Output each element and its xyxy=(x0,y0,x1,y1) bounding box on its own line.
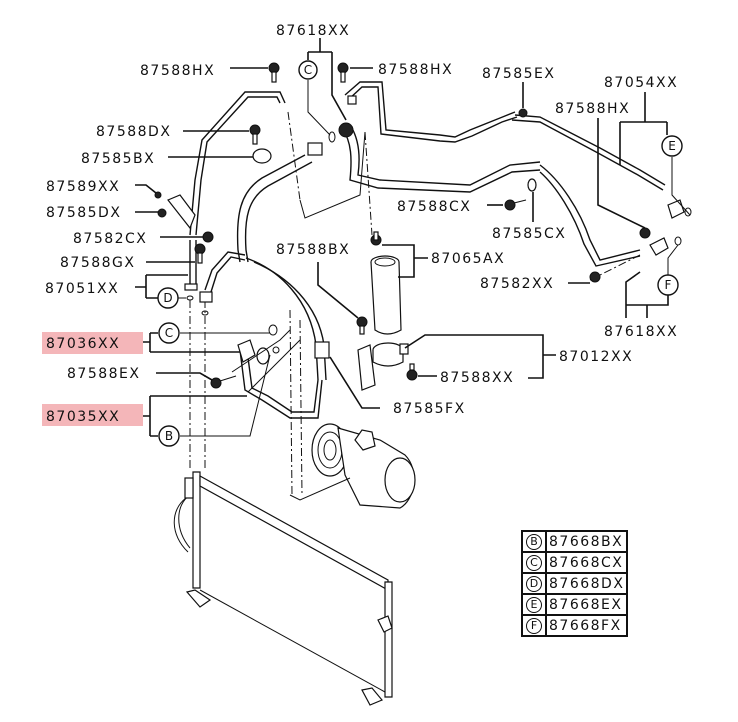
legend-part-number[interactable]: 87668FX xyxy=(544,614,629,637)
label-87051xx[interactable]: 87051XX xyxy=(45,281,119,297)
svg-text:C: C xyxy=(304,63,312,77)
pipes xyxy=(189,81,666,419)
condenser xyxy=(173,471,393,706)
label-87588ex[interactable]: 87588EX xyxy=(67,366,140,382)
label-87588dx[interactable]: 87588DX xyxy=(96,124,171,140)
legend-part-number[interactable]: 87668BX xyxy=(544,530,629,553)
label-87035xx[interactable]: 87035XX xyxy=(46,409,120,425)
callout-b: B xyxy=(158,425,180,447)
label-87588bx[interactable]: 87588BX xyxy=(276,242,350,258)
legend-part-number[interactable]: 87668EX xyxy=(544,593,629,616)
legend-part-number[interactable]: 87668DX xyxy=(544,572,629,595)
legend-row: C 87668CX xyxy=(521,551,629,574)
svg-text:F: F xyxy=(665,278,672,292)
label-87588gx[interactable]: 87588GX xyxy=(60,255,135,271)
highlight-87036xx xyxy=(42,332,143,354)
callout-c-top: C xyxy=(298,60,318,80)
label-87585bx[interactable]: 87585BX xyxy=(81,151,155,167)
label-87618xx-right[interactable]: 87618XX xyxy=(604,324,678,340)
label-87065ax[interactable]: 87065AX xyxy=(431,251,505,267)
label-87582cx[interactable]: 87582CX xyxy=(73,231,147,247)
label-87588hx-top[interactable]: 87588HX xyxy=(378,62,453,78)
legend-row: B 87668BX xyxy=(521,530,629,553)
label-87585dx[interactable]: 87585DX xyxy=(46,205,121,221)
label-87585fx[interactable]: 87585FX xyxy=(393,401,466,417)
callout-e: E xyxy=(661,135,683,157)
label-87582xx[interactable]: 87582XX xyxy=(480,276,554,292)
label-87618xx-top[interactable]: 87618XX xyxy=(276,23,350,39)
label-87588hx-right[interactable]: 87588HX xyxy=(555,101,630,117)
part-labels: 87618XX 87588HX 87588HX 87585EX 87054XX … xyxy=(45,23,678,425)
label-87012xx[interactable]: 87012XX xyxy=(559,349,633,365)
callout-d: D xyxy=(157,287,179,309)
svg-text:D: D xyxy=(163,291,172,305)
legend-row: F 87668FX xyxy=(521,614,629,637)
alignment-lines xyxy=(189,111,641,496)
legend-row: D 87668DX xyxy=(521,572,629,595)
circled-letter-f: F xyxy=(526,618,542,634)
svg-text:B: B xyxy=(165,429,173,443)
svg-text:C: C xyxy=(165,326,173,340)
label-87588xx[interactable]: 87588XX xyxy=(440,370,514,386)
label-87054xx[interactable]: 87054XX xyxy=(604,75,678,91)
highlight-87035xx xyxy=(42,404,143,426)
leader-lines xyxy=(135,38,691,437)
label-87036xx[interactable]: 87036XX xyxy=(46,336,120,352)
callout-f: F xyxy=(657,274,679,296)
legend-part-number[interactable]: 87668CX xyxy=(544,551,629,574)
circled-letter-c: C xyxy=(526,555,542,571)
label-87589xx[interactable]: 87589XX xyxy=(46,179,120,195)
label-87588cx[interactable]: 87588CX xyxy=(397,199,471,215)
circled-letter-b: B xyxy=(526,534,542,550)
circled-letter-e: E xyxy=(526,597,542,613)
compressor xyxy=(289,423,416,509)
label-87585ex[interactable]: 87585EX xyxy=(482,66,555,82)
callout-c-left: C xyxy=(158,322,180,344)
legend-row: E 87668EX xyxy=(521,593,629,616)
receiver-drier xyxy=(357,255,409,391)
legend-table: B 87668BX C 87668CX D 87668DX E 87668EX … xyxy=(521,530,629,637)
label-87585cx[interactable]: 87585CX xyxy=(492,226,566,242)
svg-text:E: E xyxy=(668,139,676,153)
circled-letter-d: D xyxy=(526,576,542,592)
label-87588hx-left[interactable]: 87588HX xyxy=(140,63,215,79)
